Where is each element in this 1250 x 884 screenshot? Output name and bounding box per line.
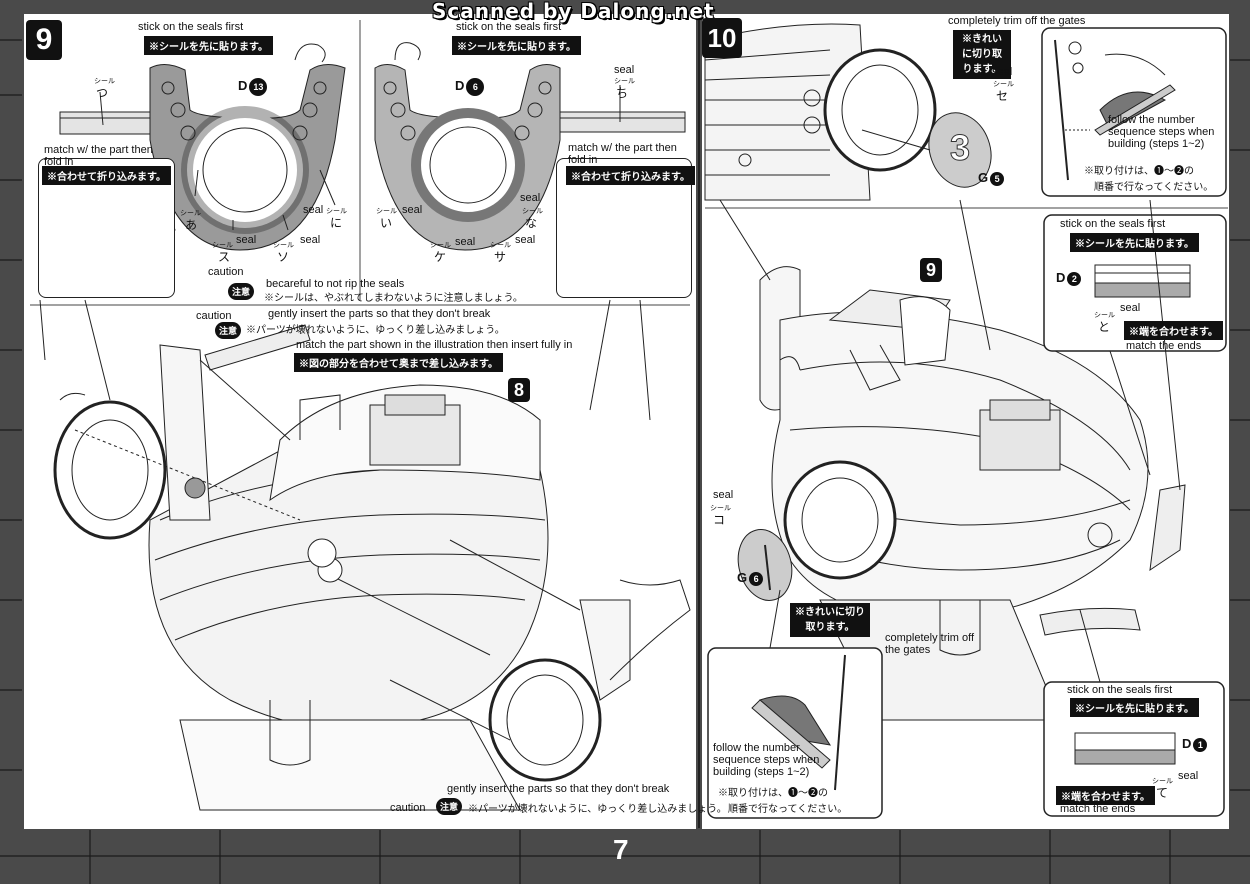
insert-note2-en: gently insert the parts so that they don… <box>447 783 670 795</box>
ko-seal-jp: シール <box>710 505 731 512</box>
seal-word-ni: seal <box>303 204 324 216</box>
kana-na: な <box>525 216 538 230</box>
ends2-note-en: match the ends <box>1060 803 1136 815</box>
step-number-10: 10 <box>702 18 742 58</box>
d1-seal-jp: シール <box>1152 778 1173 785</box>
match-note-jp: ※図の部分を合わせて奥まで差し込みます。 <box>294 353 503 372</box>
rip-note-en: becareful to not rip the seals <box>266 278 405 290</box>
kana-ni: に <box>330 216 343 230</box>
kana-so: ソ <box>277 250 290 264</box>
seal-word-ke: seal <box>455 236 476 248</box>
page-number: 7 <box>613 834 629 865</box>
step-number-8: 8 <box>508 378 530 402</box>
kana-se: セ <box>996 89 1009 103</box>
seal-jp-i: シール <box>376 208 397 215</box>
seal-word-se: seal <box>992 66 1013 78</box>
step-number-9: 9 <box>26 20 62 60</box>
seal-jp-tsu: シール <box>94 78 115 85</box>
kana-chi: ち <box>616 86 629 100</box>
seal-jp-a: シール <box>180 210 201 217</box>
ko-seal-word: seal <box>713 489 734 501</box>
seal-word-su: seal <box>236 234 257 246</box>
seal-jp-so: シール <box>273 242 294 249</box>
kana-a: あ <box>185 218 198 232</box>
scan-credit: Scanned by Dalong.net <box>432 0 715 23</box>
rip-note-jp: ※シールは、やぶれてしまわないように注意しましょう。 <box>264 293 523 304</box>
d1-seal-word: seal <box>1178 770 1199 782</box>
seq2-note-en: follow the number sequence steps when bu… <box>713 742 820 778</box>
inner-step-9: 9 <box>920 258 942 282</box>
seal-word-na: seal <box>520 192 541 204</box>
kana-sa: サ <box>494 250 507 264</box>
ends2-note-jp: ※端を合わせます。 <box>1056 786 1155 805</box>
insert-note-en: gently insert the parts so that they don… <box>268 308 491 320</box>
fold-en-left: match w/ the part then fold in <box>44 144 153 168</box>
kana-ke: ケ <box>434 250 447 264</box>
caution-badge-9: 注意 <box>228 283 255 300</box>
kana-i: い <box>380 216 393 230</box>
d2-seal-note-en: stick on the seals first <box>1060 218 1166 230</box>
seal-jp-ni: シール <box>326 208 347 215</box>
caution-badge-8b: 注意 <box>436 798 463 815</box>
seal-note-en-left: stick on the seals first <box>138 21 244 33</box>
d2-seal-jp: シール <box>1094 312 1115 319</box>
seal-word-i: seal <box>402 204 423 216</box>
caution-label-8b: caution <box>390 802 426 814</box>
caution-label-8a: caution <box>196 310 232 322</box>
seal-note-jp-right: ※シールを先に貼ります。 <box>452 36 581 55</box>
ends-note-en: match the ends <box>1126 340 1202 352</box>
fold-jp-right: ※合わせて折り込みます。 <box>566 166 695 185</box>
trim-note-en: completely trim off the gates <box>948 15 1086 27</box>
kana-to: と <box>1098 320 1111 334</box>
seal-jp-se: シール <box>993 81 1014 88</box>
svg-text:3: 3 <box>950 127 970 168</box>
caution-badge-8a: 注意 <box>215 322 242 339</box>
fold-jp-left: ※合わせて折り込みます。 <box>42 166 171 185</box>
seal-jp-chi: シール <box>614 78 635 85</box>
seal-note-en-right: stick on the seals first <box>456 21 562 33</box>
kana-su: ス <box>218 250 231 264</box>
kana-te: て <box>1156 786 1169 800</box>
match-note-en: match the part shown in the illustration… <box>296 339 573 351</box>
insert-note-jp: ※パーツが壊れないように、ゆっくり差し込みましょう。 <box>246 325 505 336</box>
seal-jp-ke: シール <box>430 242 451 249</box>
d2-seal-note-jp: ※シールを先に貼ります。 <box>1070 233 1199 252</box>
fold-en-right: match w/ the part then fold in <box>568 142 677 166</box>
d1-seal-note-en: stick on the seals first <box>1067 684 1173 696</box>
trim2-note-jp: ※きれいに切り取ります。 <box>790 603 870 637</box>
seal-jp-sa: シール <box>490 242 511 249</box>
ends-note-jp: ※端を合わせます。 <box>1124 321 1223 340</box>
kana-tsu: つ <box>96 86 109 100</box>
d2-seal-word: seal <box>1120 302 1141 314</box>
trim2-note-en: completely trim off the gates <box>885 632 975 656</box>
insert-note2-jp: ※パーツが壊れないように、ゆっくり差し込みましょう。 <box>468 804 727 815</box>
seal-jp-na: シール <box>522 208 543 215</box>
sequence-note-jp2: 順番で行なってください。 <box>1094 182 1214 193</box>
seq2-note-jp2: 順番で行なってください。 <box>728 804 848 815</box>
seal-word-chi: seal <box>614 64 635 76</box>
d1-seal-note-jp: ※シールを先に貼ります。 <box>1070 698 1199 717</box>
kana-ko: コ <box>713 513 726 527</box>
trim-note-jp: ※きれいに切り取ります。 <box>953 30 1011 79</box>
sequence-note-jp1: ※取り付けは、❶～❷の <box>1084 166 1194 177</box>
seal-jp-su: シール <box>212 242 233 249</box>
seal-note-jp-left: ※シールを先に貼ります。 <box>144 36 273 55</box>
seal-word-so: seal <box>300 234 321 246</box>
sequence-note-en: follow the number sequence steps when bu… <box>1108 114 1215 150</box>
seal-word-sa: seal <box>515 234 536 246</box>
seq2-note-jp1: ※取り付けは、❶～❷の <box>718 788 828 799</box>
caution-label-9: caution <box>208 266 244 278</box>
